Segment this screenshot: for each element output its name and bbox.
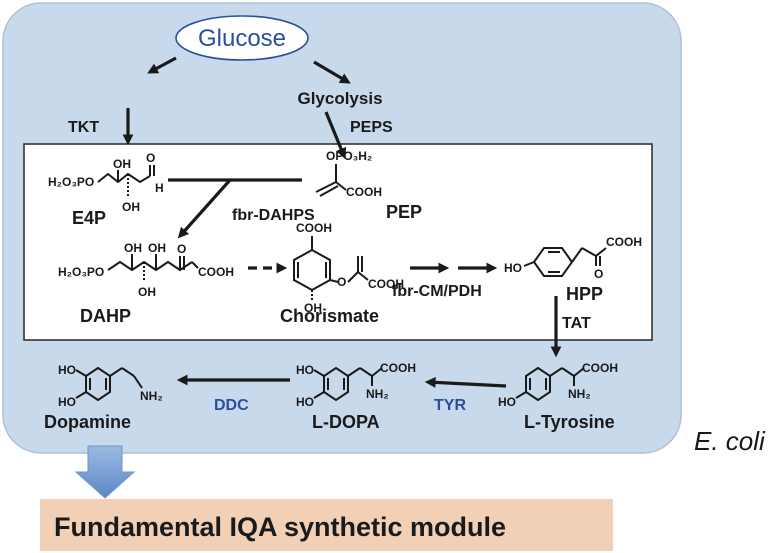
fbr-dahps-label: fbr-DAHPS xyxy=(232,207,315,224)
pep-structure: OPO₃H₂ COOH xyxy=(315,149,382,199)
svg-text:OH: OH xyxy=(113,157,131,171)
dahp-label: DAHP xyxy=(80,306,131,326)
fbr-cm-pdh-label: fbr-CM/PDH xyxy=(392,283,482,300)
svg-text:HO: HO xyxy=(498,395,516,409)
arrow-glucose-to-glycolysis xyxy=(313,60,351,84)
shikimate-pathway-box xyxy=(23,143,653,341)
e4p-structure: H₂O₃PO O H OH OH xyxy=(48,151,164,214)
module-title: Fundamental IQA synthetic module xyxy=(54,512,506,542)
e4p-label: E4P xyxy=(72,208,106,228)
down-arrow-icon xyxy=(74,445,136,499)
dopamine-structure: HO HO NH₂ xyxy=(58,363,163,409)
svg-text:H₂O₃PO: H₂O₃PO xyxy=(48,175,94,189)
tat-label: TAT xyxy=(562,315,591,332)
arrow-fbr-dahps xyxy=(177,178,232,239)
svg-text:COOH: COOH xyxy=(346,185,382,199)
ldopa-structure: HO HO COOH NH₂ xyxy=(296,361,416,409)
svg-text:COOH: COOH xyxy=(380,361,416,375)
svg-text:OH: OH xyxy=(124,241,142,255)
glucose-label: Glucose xyxy=(198,25,286,52)
svg-text:OH: OH xyxy=(304,301,322,315)
svg-text:COOH: COOH xyxy=(296,221,332,235)
hpp-structure: HO O COOH xyxy=(504,235,642,281)
svg-text:COOH: COOH xyxy=(582,361,618,375)
svg-text:OH: OH xyxy=(148,241,166,255)
tkt-label: TKT xyxy=(68,119,99,136)
svg-text:OH: OH xyxy=(122,200,140,214)
dopamine-label: Dopamine xyxy=(44,412,131,432)
svg-text:HO: HO xyxy=(296,363,314,377)
arrow-tyrosine-to-ldopa xyxy=(424,376,507,388)
arrow-peps-to-pep xyxy=(324,111,347,160)
svg-text:HO: HO xyxy=(58,395,76,409)
svg-text:H: H xyxy=(155,181,164,195)
module-banner xyxy=(40,499,613,551)
peps-label: PEPS xyxy=(350,119,393,136)
chorismate-structure: COOH OH O COOH xyxy=(293,221,404,315)
svg-text:HO: HO xyxy=(296,395,314,409)
svg-text:COOH: COOH xyxy=(198,265,234,279)
svg-text:O: O xyxy=(337,275,346,289)
svg-text:O: O xyxy=(146,151,155,165)
svg-text:O: O xyxy=(177,242,186,256)
svg-text:NH₂: NH₂ xyxy=(568,387,591,401)
svg-text:NH₂: NH₂ xyxy=(140,389,163,403)
ldopa-label: L-DOPA xyxy=(312,412,380,432)
svg-text:COOH: COOH xyxy=(606,235,642,249)
organism-label: E. coli xyxy=(694,426,766,456)
pep-label: PEP xyxy=(386,202,422,222)
svg-text:NH₂: NH₂ xyxy=(366,387,389,401)
ddc-label: DDC xyxy=(214,397,249,414)
svg-text:HO: HO xyxy=(58,363,76,377)
glycolysis-label: Glycolysis xyxy=(297,89,382,108)
tyr-label: TYR xyxy=(434,397,466,414)
svg-text:OPO₃H₂: OPO₃H₂ xyxy=(326,149,372,163)
glucose-node xyxy=(175,15,309,61)
dahp-structure: H₂O₃PO O COOH OH OH OH xyxy=(58,241,234,299)
svg-text:OH: OH xyxy=(138,285,156,299)
ltyrosine-label: L-Tyrosine xyxy=(524,412,615,432)
svg-text:O: O xyxy=(594,267,603,281)
ltyrosine-structure: HO COOH NH₂ xyxy=(498,361,618,409)
hpp-label: HPP xyxy=(566,284,603,304)
svg-text:COOH: COOH xyxy=(368,277,404,291)
svg-text:H₂O₃PO: H₂O₃PO xyxy=(58,265,104,279)
chorismate-label: Chorismate xyxy=(280,306,379,326)
svg-text:HO: HO xyxy=(504,261,522,275)
arrow-glucose-to-tkt xyxy=(147,56,177,74)
